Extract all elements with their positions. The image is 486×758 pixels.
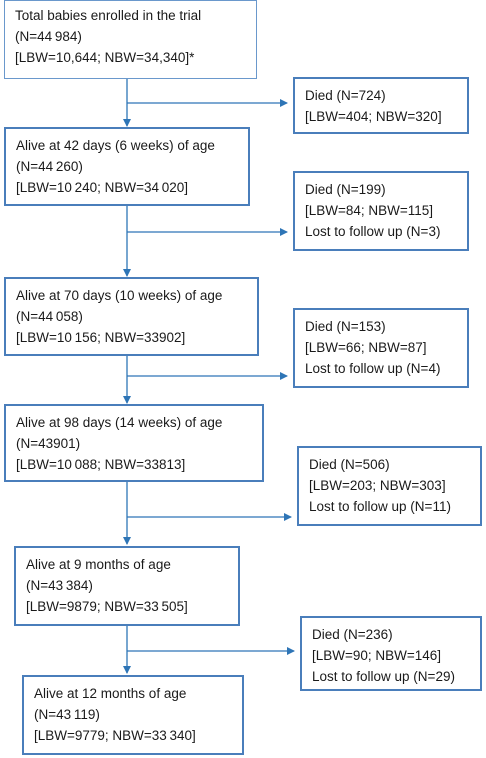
exclusion-died: Died (N=724): [305, 88, 386, 103]
stage-box-12-months: Alive at 12 months of age (N=43 119) [LB…: [22, 675, 244, 755]
stage-box-count: (N=43 119): [34, 707, 100, 722]
exclusion-box-3: Died (N=153) [LBW=66; NBW=87] Lost to fo…: [293, 308, 469, 388]
stage-box-title: Alive at 42 days (6 weeks) of age: [16, 138, 215, 153]
exclusion-box-2: Died (N=199) [LBW=84; NBW=115] Lost to f…: [293, 171, 469, 251]
stage-box-count: (N=43901): [16, 436, 81, 451]
stage-box-count: (N=43 384): [26, 578, 93, 593]
stage-box-breakdown: [LBW=10,644; NBW=34,340]*: [15, 50, 195, 65]
stage-box-70-days: Alive at 70 days (10 weeks) of age (N=44…: [4, 277, 259, 356]
stage-box-title: Alive at 98 days (14 weeks) of age: [16, 415, 223, 430]
stage-box-title: Total babies enrolled in the trial: [15, 8, 202, 23]
exclusion-breakdown: [LBW=404; NBW=320]: [305, 109, 442, 124]
exclusion-died: Died (N=199): [305, 182, 386, 197]
stage-box-title: Alive at 12 months of age: [34, 686, 187, 701]
stage-box-breakdown: [LBW=10 156; NBW=33902]: [16, 330, 186, 345]
exclusion-box-4: Died (N=506) [LBW=203; NBW=303] Lost to …: [297, 446, 482, 526]
stage-box-breakdown: [LBW=10 240; NBW=34 020]: [16, 180, 189, 195]
exclusion-died: Died (N=506): [309, 457, 390, 472]
exclusion-breakdown: [LBW=90; NBW=146]: [312, 648, 442, 663]
exclusion-died: Died (N=153): [305, 319, 386, 334]
exclusion-died: Died (N=236): [312, 627, 393, 642]
stage-box-9-months: Alive at 9 months of age (N=43 384) [LBW…: [14, 546, 240, 626]
exclusion-breakdown: [LBW=66; NBW=87]: [305, 340, 427, 355]
stage-box-enrolled: Total babies enrolled in the trial (N=44…: [4, 0, 257, 79]
exclusion-box-1: Died (N=724) [LBW=404; NBW=320]: [293, 77, 469, 134]
stage-box-breakdown: [LBW=9879; NBW=33 505]: [26, 599, 188, 614]
stage-box-title: Alive at 9 months of age: [26, 557, 171, 572]
stage-box-98-days: Alive at 98 days (14 weeks) of age (N=43…: [4, 404, 264, 482]
stage-box-42-days: Alive at 42 days (6 weeks) of age (N=44 …: [4, 127, 250, 206]
stage-box-breakdown: [LBW=9779; NBW=33 340]: [34, 728, 196, 743]
exclusion-lost-to-follow-up: Lost to follow up (N=4): [305, 361, 441, 376]
exclusion-breakdown: [LBW=84; NBW=115]: [305, 203, 434, 218]
stage-box-title: Alive at 70 days (10 weeks) of age: [16, 288, 223, 303]
stage-box-breakdown: [LBW=10 088; NBW=33813]: [16, 457, 186, 472]
exclusion-box-5: Died (N=236) [LBW=90; NBW=146] Lost to f…: [300, 616, 482, 691]
stage-box-count: (N=44 984): [15, 29, 82, 44]
exclusion-lost-to-follow-up: Lost to follow up (N=3): [305, 224, 441, 239]
stage-box-count: (N=44 260): [16, 159, 83, 174]
exclusion-lost-to-follow-up: Lost to follow up (N=29): [312, 669, 455, 684]
exclusion-breakdown: [LBW=203; NBW=303]: [309, 478, 446, 493]
exclusion-lost-to-follow-up: Lost to follow up (N=11): [309, 499, 451, 514]
stage-box-count: (N=44 058): [16, 309, 83, 324]
